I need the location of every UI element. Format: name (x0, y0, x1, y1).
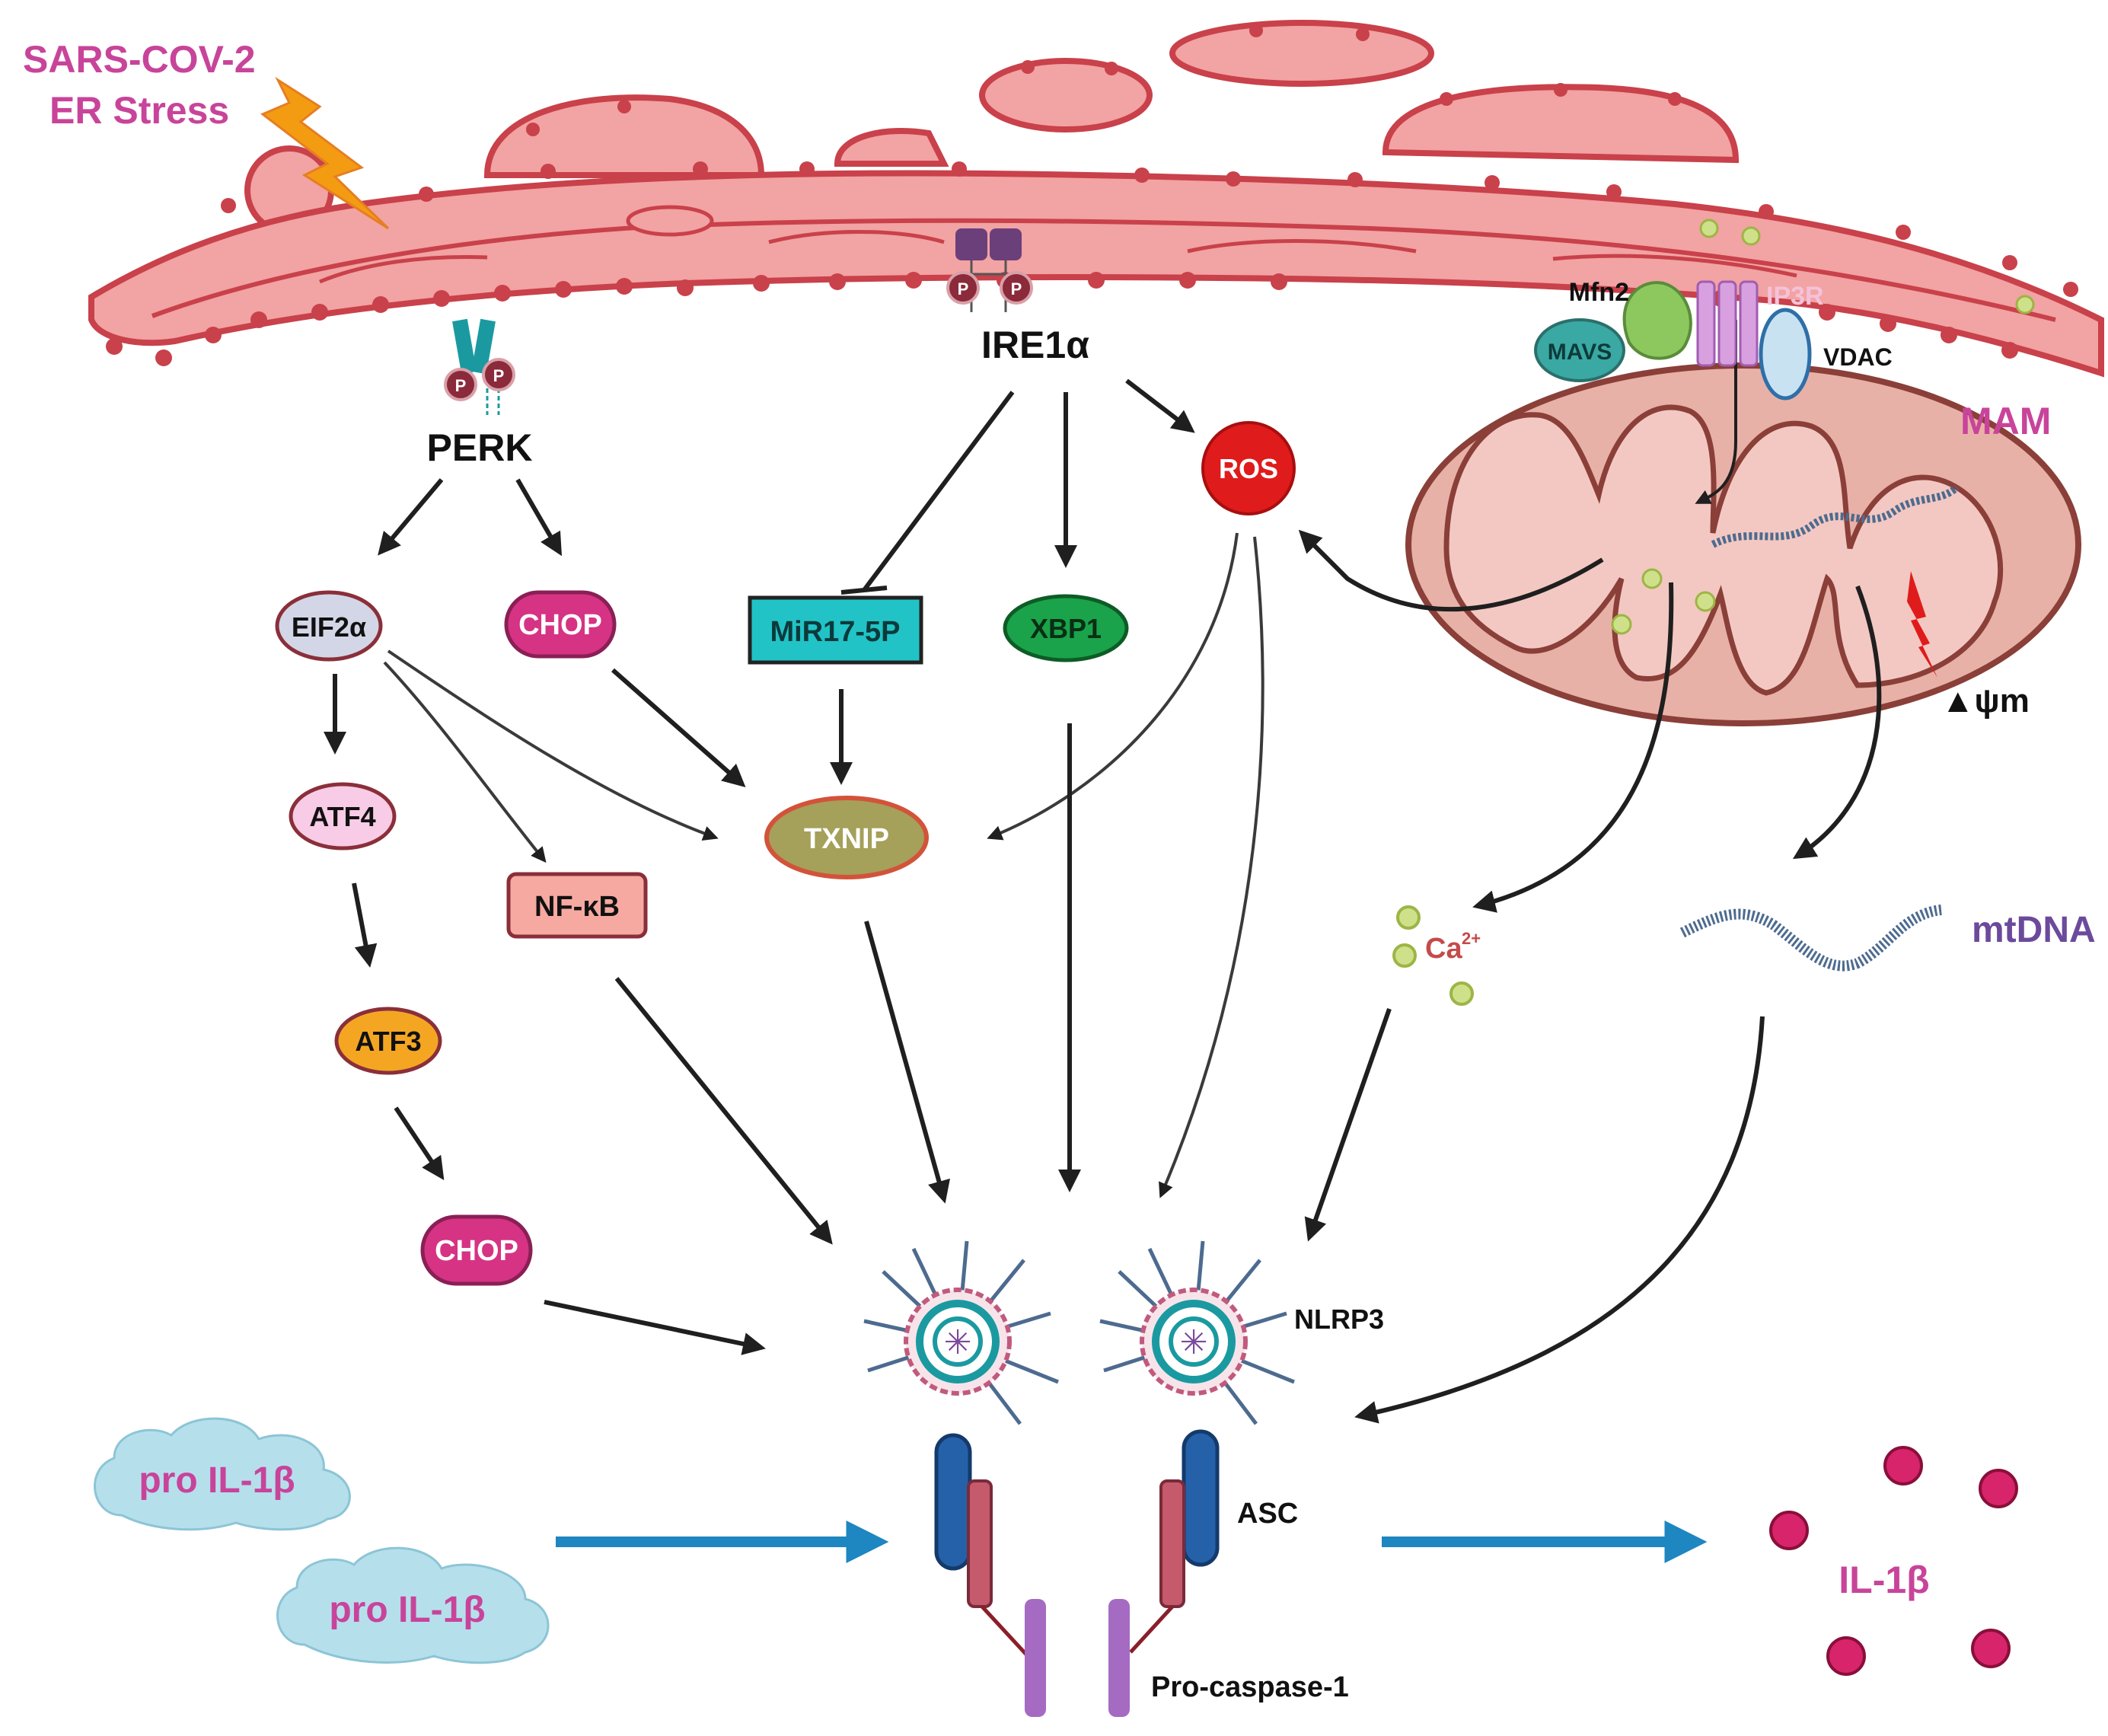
inflammasome-right: ✳ (1099, 1240, 1295, 1425)
svg-text:CHOP: CHOP (435, 1235, 518, 1267)
ip3r-label: IP3R (1766, 282, 1824, 311)
node-xbp1: XBP1 (1003, 594, 1129, 662)
procaspase-label: Pro-caspase-1 (1151, 1671, 1349, 1703)
calcium-superscript: 2+ (1462, 929, 1481, 948)
vdac-channel (1759, 308, 1812, 400)
asc-complex-right (1108, 1429, 1220, 1717)
node-chop-top: CHOP (504, 590, 617, 659)
mavs-label: MAVS (1548, 340, 1612, 365)
membrane-potential-label: ▲ψm (1941, 682, 2030, 720)
trigger-label: SARS-COV-2 ER Stress (23, 38, 256, 132)
nlrp3-label: NLRP3 (1294, 1304, 1384, 1335)
mfn2-protein (1622, 281, 1692, 360)
asc-label: ASC (1237, 1498, 1298, 1530)
perk-receptor: P P PERK (427, 318, 533, 469)
inflammasome-left: ✳ (863, 1240, 1059, 1425)
node-atf4: ATF4 (289, 782, 397, 850)
svg-text:MiR17-5P: MiR17-5P (770, 616, 900, 648)
pro-il1b-cloud-1: pro IL-1β (94, 1417, 351, 1531)
svg-text:pro IL-1β: pro IL-1β (139, 1460, 295, 1501)
svg-text:ATF3: ATF3 (355, 1026, 421, 1057)
svg-text:CHOP: CHOP (518, 609, 602, 641)
mam-label: MAM (1960, 400, 2051, 442)
node-chop-bottom: CHOP (420, 1214, 533, 1286)
node-eif2a: EIF2α (275, 590, 383, 662)
node-mir17-5p: MiR17-5P (748, 595, 923, 665)
pro-il1b-cloud-2: pro IL-1β (276, 1546, 550, 1664)
phospho-label: P (493, 366, 505, 385)
asc-complex-left (934, 1433, 1046, 1717)
mam-complex: MAVS Mfn2 IP3R VDAC MAM (1534, 278, 2051, 442)
perk-label: PERK (427, 426, 533, 469)
lightning-bolt-icon (1907, 571, 1937, 678)
calcium-label: Ca (1425, 933, 1462, 965)
svg-text:ROS: ROS (1219, 453, 1278, 484)
node-ros: ROS (1201, 421, 1296, 515)
phospho-label: P (455, 376, 467, 395)
trigger-line2: ER Stress (49, 89, 229, 132)
ip3r-channel (1696, 280, 1759, 367)
ire1a-receptor: P P IRE1α (946, 228, 1089, 366)
il1b-mature: IL-1β (1769, 1446, 2018, 1676)
svg-text:EIF2α: EIF2α (292, 611, 366, 643)
calcium-ions: Ca 2+ (1392, 905, 1481, 1006)
svg-text:ATF4: ATF4 (309, 801, 375, 832)
svg-text:NF-κB: NF-κB (534, 891, 620, 923)
node-atf3: ATF3 (334, 1007, 442, 1075)
phospho-label: P (958, 279, 969, 298)
svg-text:TXNIP: TXNIP (804, 823, 889, 855)
il1b-label: IL-1β (1839, 1559, 1929, 1601)
svg-text:XBP1: XBP1 (1030, 613, 1102, 644)
ire1a-label: IRE1α (981, 324, 1089, 366)
trigger-line1: SARS-COV-2 (23, 38, 256, 81)
pathway-arrows (324, 378, 1882, 1424)
node-nfkb: NF-κB (506, 872, 648, 939)
vdac-label: VDAC (1823, 343, 1893, 371)
mtdna-label: mtDNA (1972, 910, 2096, 950)
svg-text:✳: ✳ (1180, 1324, 1208, 1361)
svg-text:✳: ✳ (944, 1324, 972, 1361)
svg-text:pro IL-1β: pro IL-1β (329, 1590, 485, 1630)
node-txnip: TXNIP (764, 796, 929, 879)
endoplasmic-reticulum (88, 20, 2104, 378)
mavs-protein (1534, 318, 1625, 382)
phospho-label: P (1011, 279, 1022, 298)
mfn2-label: Mfn2 (1569, 278, 1629, 307)
mtdna: mtDNA (1679, 905, 2096, 972)
lightning-bolt-icon (260, 76, 390, 230)
